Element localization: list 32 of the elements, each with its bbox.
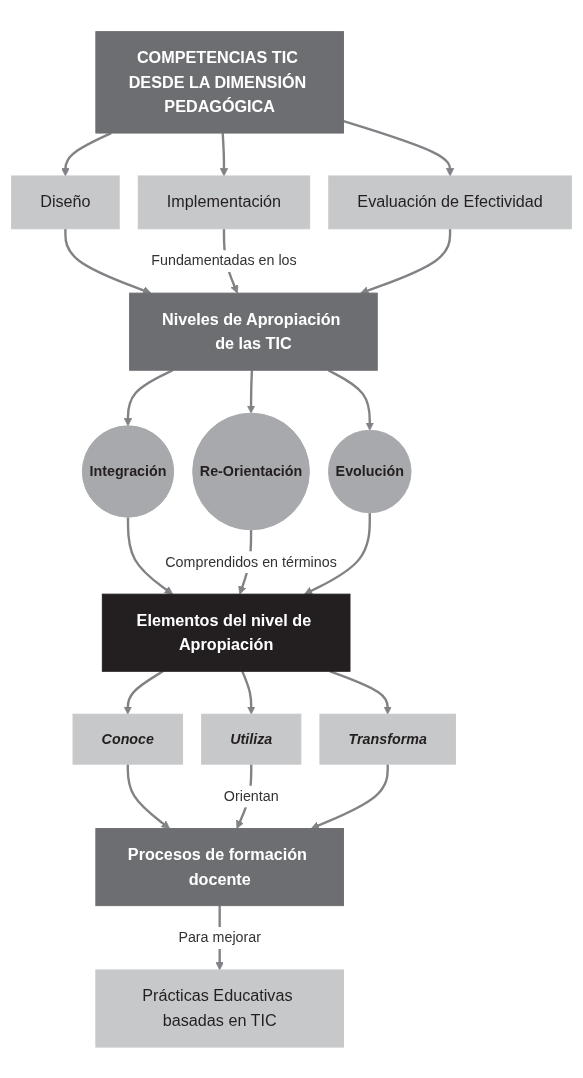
arrow — [329, 669, 392, 715]
node-box: Utiliza — [201, 713, 302, 765]
node-box: Diseño — [11, 175, 120, 229]
node-circle: Integración — [81, 425, 175, 518]
arrow — [126, 516, 173, 595]
node-box: Elementos del nivel de Apropiación — [101, 593, 351, 672]
node-box: Prácticas Educativas basadas en TIC — [95, 969, 344, 1048]
arrow — [126, 763, 170, 829]
arrow — [123, 368, 174, 426]
node-box: Conoce — [72, 713, 184, 765]
node-circle: Evolución — [328, 429, 412, 513]
arrow — [61, 131, 112, 176]
edge-label: Comprendidos en términos — [165, 552, 337, 570]
edge-label: Orientan — [223, 787, 279, 804]
arrow — [343, 119, 455, 176]
node-box: Niveles de Apropiación de las TIC — [129, 292, 378, 371]
node-circle: Re-Orientación — [192, 412, 310, 530]
node-box: Procesos de formación docente — [95, 827, 344, 906]
arrow — [241, 670, 256, 715]
arrow — [310, 763, 389, 830]
node-box: Evaluación de Efectividad — [328, 175, 572, 229]
arrow — [64, 228, 152, 294]
arrow — [327, 368, 374, 431]
arrow — [219, 132, 229, 176]
arrow — [123, 669, 164, 715]
edge-label: Fundamentadas en los — [151, 251, 297, 268]
node-box: Transforma — [319, 713, 456, 765]
edge-label: Para mejorar — [178, 928, 261, 945]
arrow — [304, 512, 371, 595]
node-box: Implementación — [137, 175, 311, 229]
arrow — [246, 369, 256, 414]
node-box: COMPETENCIAS TIC DESDE LA DIMENSIÓN PEDAGÓGICA — [95, 30, 344, 134]
